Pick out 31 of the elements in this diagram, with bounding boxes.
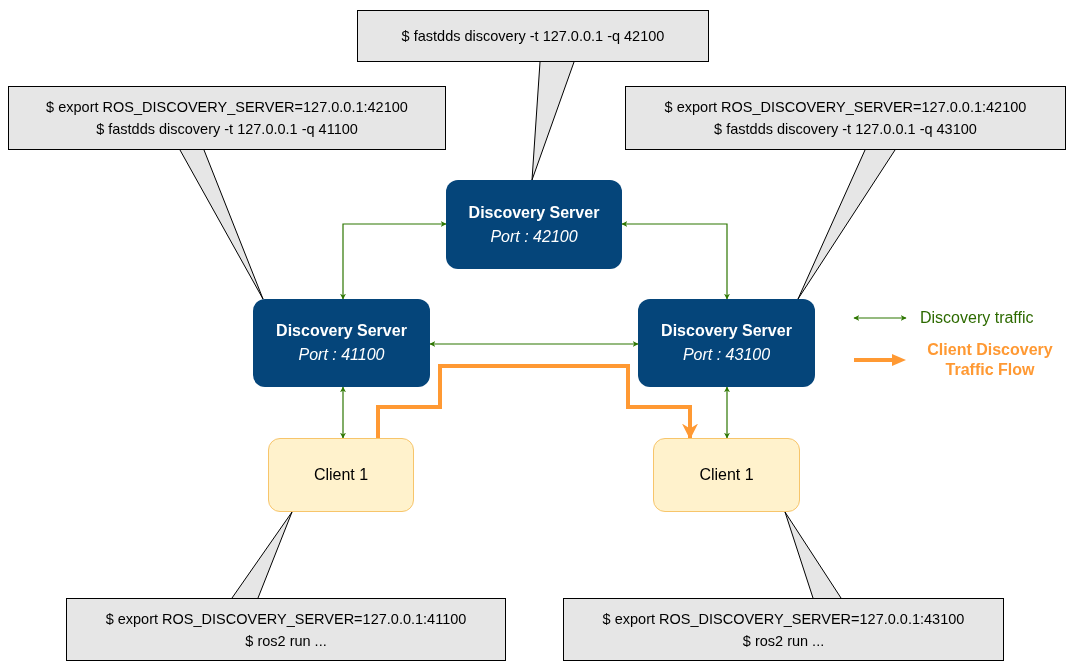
arrow [340,386,346,439]
node-title: Discovery Server [276,321,407,341]
command-text: $ ros2 run ... [245,631,327,651]
legend-text: Discovery traffic [920,308,1034,328]
command-text: $ fastdds discovery -t 127.0.0.1 -q 43100 [714,120,977,139]
arrow [621,221,730,300]
command-text: $ export ROS_DISCOVERY_SERVER=127.0.0.1:42100 [46,98,408,117]
legend-text: Client Discovery Traffic Flow [926,340,1054,380]
server-box [638,299,815,387]
command-text: $ export ROS_DISCOVERY_SERVER=127.0.0.1:43100 [602,609,965,629]
arrow [376,364,698,440]
client-box [653,438,800,512]
node-title: Client 1 [313,465,369,485]
server-box [446,180,622,269]
node-title: Discovery Server [661,321,792,341]
arrow [724,386,730,439]
command-text: $ fastdds discovery -t 127.0.0.1 -q 41100 [96,120,358,139]
command-text: $ ros2 run ... [742,631,825,651]
arrow [340,221,447,300]
port-text: Port : 43100 [682,345,771,365]
arrow [429,341,639,347]
server-box [253,299,430,387]
node-title: Client 1 [699,465,754,485]
client-box [268,438,414,512]
command-text: $ fastdds discovery -t 127.0.0.1 -q 42100 [401,27,665,46]
command-text: $ export ROS_DISCOVERY_SERVER=127.0.0.1:41100 [105,609,467,629]
port-text: Port : 42100 [490,226,578,247]
port-text: Port : 41100 [298,345,385,365]
command-callout [625,86,1066,150]
command-text: $ export ROS_DISCOVERY_SERVER=127.0.0.1:42100 [664,98,1027,117]
node-title: Discovery Server [468,202,600,223]
